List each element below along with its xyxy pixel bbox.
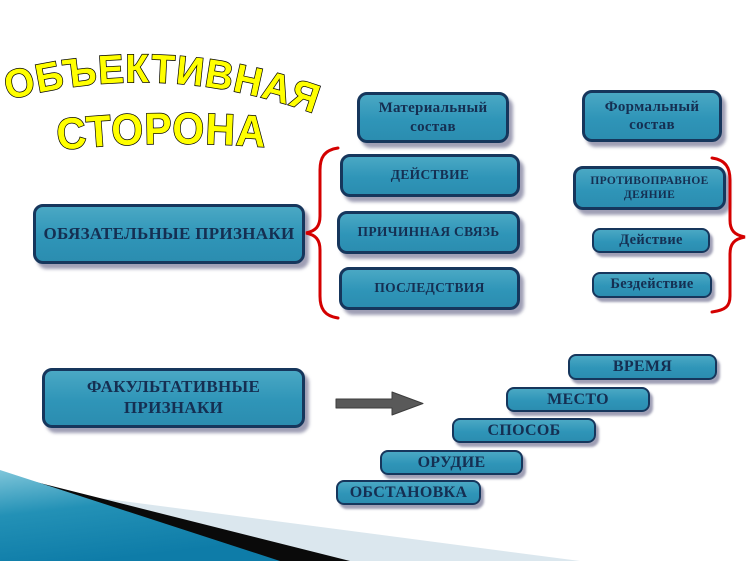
box-mandatory-features: ОБЯЗАТЕЛЬНЫЕ ПРИЗНАКИ <box>33 204 305 264</box>
curly-brace-left-icon <box>305 146 340 320</box>
title-line-2: СТОРОНА <box>54 104 268 161</box>
header-material-sostav: Материальный состав <box>357 92 509 143</box>
box-instrument: ОРУДИЕ <box>380 450 523 475</box>
box-bezdeystvie: Бездействие <box>592 272 712 298</box>
box-place: МЕСТО <box>506 387 650 412</box>
slide-title-wordart: ОБЪЕКТИВНАЯ СТОРОНА <box>2 46 326 160</box>
box-time: ВРЕМЯ <box>568 354 717 380</box>
box-action: ДЕЙСТВИЕ <box>340 154 520 197</box>
box-causal-link: ПРИЧИННАЯ СВЯЗЬ <box>337 211 520 254</box>
box-setting: ОБСТАНОВКА <box>336 480 481 505</box>
box-deystvie: Действие <box>592 228 710 253</box>
box-consequences: ПОСЛЕДСТВИЯ <box>339 267 520 310</box>
box-optional-features: ФАКУЛЬТАТИВНЫЕ ПРИЗНАКИ <box>42 368 305 428</box>
header-formal-sostav: Формальный состав <box>582 90 722 142</box>
svg-text:СТОРОНА: СТОРОНА <box>54 105 268 160</box>
box-unlawful-deed: ПРОТИВОПРАВНОЕ ДЕЯНИЕ <box>573 166 726 210</box>
box-method: СПОСОБ <box>452 418 596 443</box>
right-arrow-icon <box>335 391 424 416</box>
corner-decoration <box>0 470 580 561</box>
curly-brace-right-icon <box>710 156 746 314</box>
